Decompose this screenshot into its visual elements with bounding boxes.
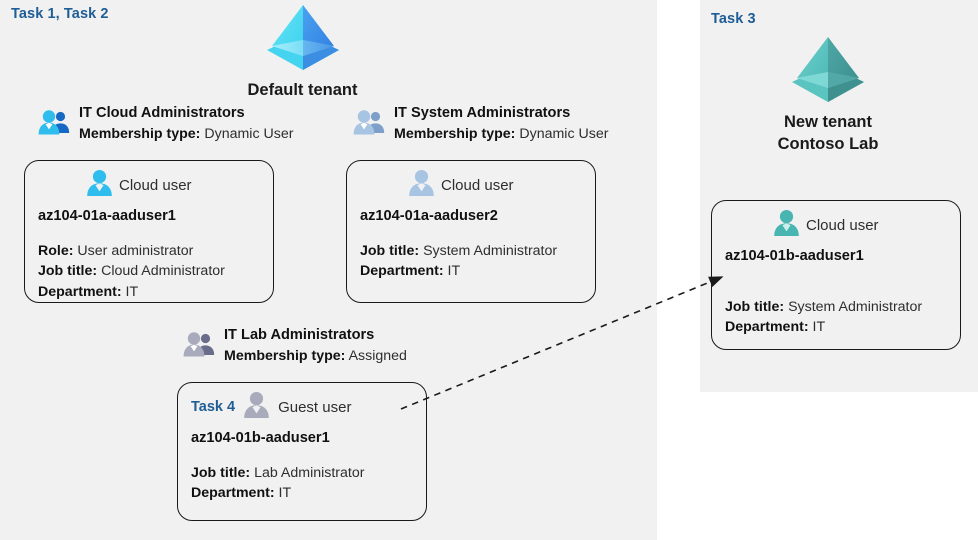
attr-label: Job title: xyxy=(191,465,251,481)
attr-value: System Administrator xyxy=(423,243,558,259)
user-card-guest[interactable]: Task 4 Guest user az104-01b-aaduser1 Job… xyxy=(177,382,427,521)
attr-value: System Administrator xyxy=(788,299,923,315)
group-name: IT Lab Administrators xyxy=(224,327,375,343)
user-attribute-row: Department: IT xyxy=(191,483,413,503)
attr-label: Department: xyxy=(38,283,122,300)
user-attributes: Role: User administrator Job title: Clou… xyxy=(38,241,260,302)
group-membership: Membership type: Dynamic User xyxy=(394,124,608,144)
task-label-1-2: Task 1, Task 2 xyxy=(11,6,109,22)
group-membership-label: Membership type: xyxy=(224,347,346,364)
user-attribute-row: Job title: Cloud Administrator xyxy=(38,261,260,281)
task-label-3: Task 3 xyxy=(711,11,756,27)
group-membership-value: Dynamic User xyxy=(204,125,294,142)
group-membership-label: Membership type: xyxy=(394,125,516,142)
new-tenant-name-line2: Contoso Lab xyxy=(777,135,879,154)
user-attribute-row: Job title: Lab Administrator xyxy=(191,463,413,483)
task-label-4: Task 4 xyxy=(191,399,236,415)
group-it-cloud-administrators: IT Cloud Administrators Membership type:… xyxy=(38,103,293,144)
group-users-icon xyxy=(353,109,387,142)
cloud-user-icon xyxy=(773,209,800,242)
attr-value: IT xyxy=(447,263,461,280)
attr-value: User administrator xyxy=(77,243,194,259)
user-attribute-row: Department: IT xyxy=(38,282,260,302)
card-header: Cloud user xyxy=(725,209,947,241)
user-card-aaduser1b[interactable]: Cloud user az104-01b-aaduser1 Job title:… xyxy=(711,200,961,350)
default-tenant-block: Default tenant xyxy=(205,2,400,101)
attr-value: Lab Administrator xyxy=(254,465,365,481)
attr-value: IT xyxy=(125,283,139,300)
user-attribute-row: Department: IT xyxy=(360,261,582,281)
group-name: IT System Administrators xyxy=(394,105,571,121)
user-principal-name: az104-01a-aaduser1 xyxy=(38,208,176,224)
user-type-label: Cloud user xyxy=(441,176,514,194)
user-attribute-row: Role: User administrator xyxy=(38,241,260,261)
attr-label: Job title: xyxy=(38,263,98,280)
user-attributes: Job title: Lab Administrator Department:… xyxy=(191,463,413,504)
user-card-aaduser2[interactable]: Cloud user az104-01a-aaduser2 Job title:… xyxy=(346,160,596,303)
user-attribute-row: Job title: System Administrator xyxy=(360,241,582,261)
group-name: IT Cloud Administrators xyxy=(79,105,245,121)
default-tenant-name: Default tenant xyxy=(247,81,358,99)
attr-value: Cloud Administrator xyxy=(101,263,225,280)
user-type-label: Guest user xyxy=(278,398,352,416)
attr-label: Job title: xyxy=(725,299,785,315)
card-header: Cloud user xyxy=(360,169,582,201)
user-principal-name: az104-01b-aaduser1 xyxy=(191,430,330,446)
group-membership-value: Assigned xyxy=(348,347,407,364)
azure-tenant-pyramid-icon xyxy=(205,2,400,79)
attr-label: Department: xyxy=(360,263,444,280)
cloud-user-icon xyxy=(86,169,113,202)
user-principal-name: az104-01b-aaduser1 xyxy=(725,248,864,264)
new-tenant-name-line1: New tenant xyxy=(783,113,872,131)
card-header: Task 4 Guest user xyxy=(191,391,413,423)
group-users-icon xyxy=(38,109,72,142)
guest-user-icon xyxy=(243,391,270,424)
attr-value: IT xyxy=(812,319,826,336)
user-type-label: Cloud user xyxy=(806,216,879,234)
attr-label: Job title: xyxy=(360,243,420,259)
group-membership: Membership type: Dynamic User xyxy=(79,124,293,144)
user-attributes: Job title: System Administrator Departme… xyxy=(360,241,582,282)
attr-value: IT xyxy=(278,485,292,502)
attr-label: Role: xyxy=(38,243,74,259)
attr-label: Department: xyxy=(191,485,275,502)
user-card-aaduser1[interactable]: Cloud user az104-01a-aaduser1 Role: User… xyxy=(24,160,274,303)
group-it-system-administrators: IT System Administrators Membership type… xyxy=(353,103,608,144)
group-membership: Membership type: Assigned xyxy=(224,346,407,366)
new-tenant-block: New tenant Contoso Lab xyxy=(712,34,944,156)
user-attributes: Job title: System Administrator Departme… xyxy=(725,297,947,338)
user-principal-name: az104-01a-aaduser2 xyxy=(360,208,498,224)
user-type-label: Cloud user xyxy=(119,176,192,194)
user-attribute-row: Department: IT xyxy=(725,317,947,337)
group-membership-value: Dynamic User xyxy=(519,125,609,142)
azure-tenant-pyramid-icon xyxy=(712,34,944,111)
card-header: Cloud user xyxy=(38,169,260,201)
group-users-icon xyxy=(183,331,217,364)
attr-label: Department: xyxy=(725,319,809,336)
user-attribute-row: Job title: System Administrator xyxy=(725,297,947,317)
group-membership-label: Membership type: xyxy=(79,125,201,142)
cloud-user-icon xyxy=(408,169,435,202)
group-it-lab-administrators: IT Lab Administrators Membership type: A… xyxy=(183,325,407,366)
